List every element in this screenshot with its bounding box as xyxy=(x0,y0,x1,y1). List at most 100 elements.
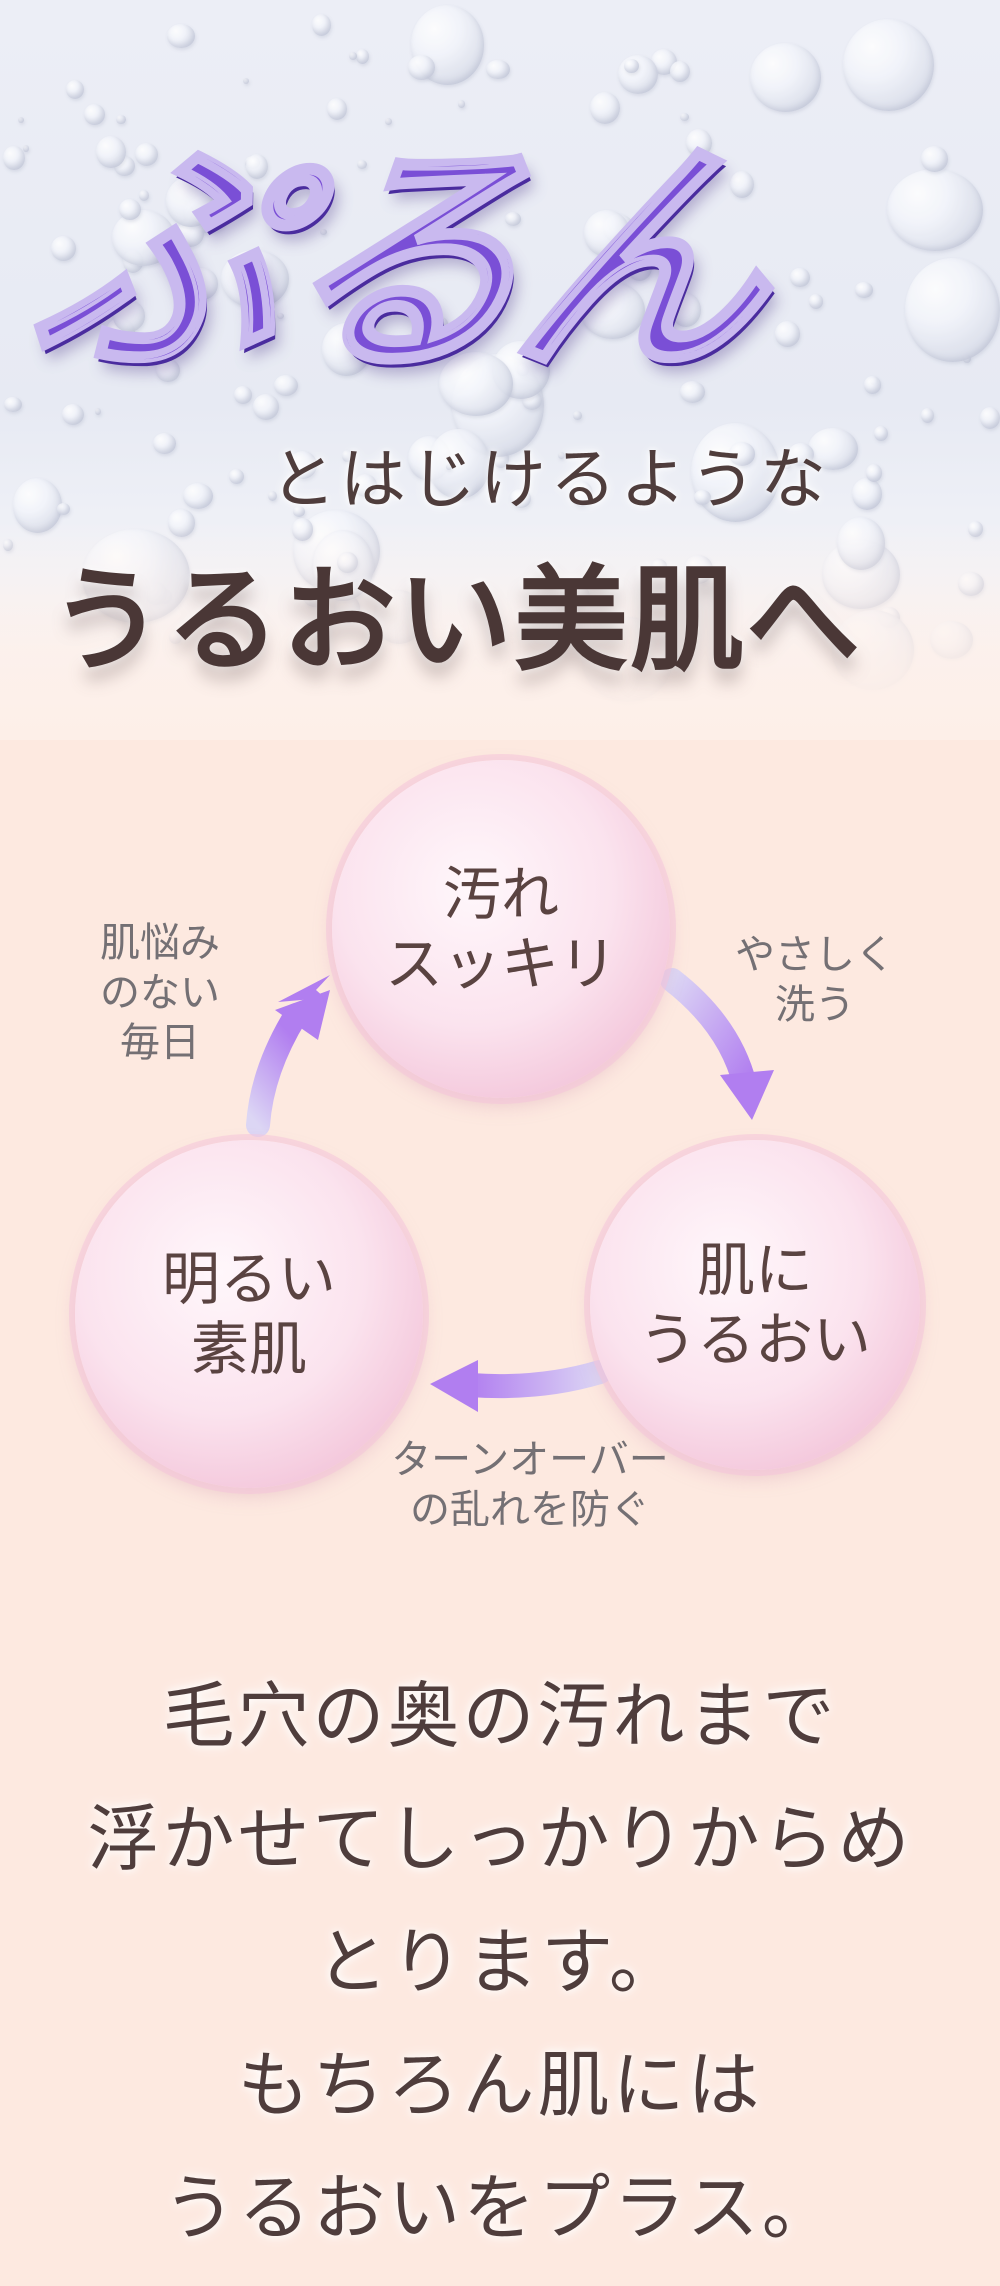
water-droplet xyxy=(774,321,801,347)
cycle-arrows xyxy=(246,968,774,1412)
arrow-wash xyxy=(660,968,774,1120)
arrow-daily xyxy=(246,975,330,1137)
label-daily: 肌悩み のない 毎日 xyxy=(100,920,220,1066)
water-droplet xyxy=(583,209,631,257)
water-droplet xyxy=(242,78,250,85)
water-droplet xyxy=(252,393,280,420)
water-droplet xyxy=(327,98,348,121)
water-droplet xyxy=(790,267,810,288)
hero-headline: うるおい美肌へ xyxy=(50,553,863,687)
water-droplet xyxy=(134,143,158,166)
water-droplet xyxy=(356,160,367,170)
water-droplet xyxy=(780,456,792,469)
water-droplet xyxy=(979,406,1000,429)
cycle-step-moisturize: 肌に うるおい xyxy=(590,1140,920,1470)
water-droplet xyxy=(245,153,268,180)
water-droplet xyxy=(887,169,983,252)
water-droplet xyxy=(921,146,948,172)
water-droplet xyxy=(905,258,1000,362)
copy-line: もちろん肌には xyxy=(237,2043,763,2127)
cycle-step-clean-label: 汚れ スッキリ xyxy=(385,859,617,999)
water-droplet xyxy=(788,443,814,466)
water-droplet xyxy=(152,433,176,455)
copy-line: 毛穴の奥の汚れまで xyxy=(162,1674,838,1758)
water-droplet xyxy=(165,176,217,227)
water-droplet xyxy=(863,375,882,394)
water-droplet xyxy=(187,268,219,300)
cycle-step-bright-label: 明るい 素肌 xyxy=(162,1244,336,1384)
water-droplet xyxy=(293,505,306,517)
water-droplet xyxy=(486,59,510,80)
water-droplet xyxy=(690,422,781,522)
water-droplet xyxy=(116,114,126,124)
water-droplet xyxy=(320,228,328,235)
water-droplet xyxy=(62,403,85,425)
water-droplet xyxy=(65,79,85,100)
water-droplet xyxy=(808,428,858,471)
water-droplet xyxy=(504,211,522,226)
water-droplet xyxy=(349,52,358,60)
water-droplet xyxy=(311,13,332,37)
water-droplet xyxy=(729,170,754,198)
water-droplet xyxy=(23,145,30,152)
water-droplet xyxy=(679,380,706,403)
water-droplet xyxy=(267,490,278,502)
water-droplet xyxy=(17,116,25,123)
copy-line: とります。 xyxy=(316,1920,684,2004)
water-droplet xyxy=(182,482,213,509)
water-droplet xyxy=(57,502,71,515)
water-droplet xyxy=(434,168,453,186)
label-turnover: ターンオーバー の乱れを防ぐ xyxy=(391,1437,669,1533)
water-droplet xyxy=(579,282,646,340)
cycle-step-bright: 明るい 素肌 xyxy=(75,1140,423,1488)
water-droplet xyxy=(166,23,195,49)
water-droplet xyxy=(855,282,873,298)
arrow-turnover xyxy=(430,1360,612,1412)
water-droplet xyxy=(51,236,76,261)
skin-care-cycle: 汚れ スッキリ 肌に うるおい 明るい 素肌 やさしく 洗う ターンオーバー の… xyxy=(0,740,1000,1640)
water-droplet xyxy=(118,198,141,221)
brand-word-logo: ぷるん xyxy=(17,111,782,409)
hero-fade xyxy=(0,520,1000,740)
copy-line: 浮かせてしっかりからめ xyxy=(87,1797,913,1881)
cycle-step-moisturize-line: 肌に うるおい xyxy=(638,1236,871,1374)
water-droplet xyxy=(446,463,453,470)
water-droplet xyxy=(458,100,466,108)
hero-subtitle: とはじけるような xyxy=(270,441,830,518)
water-droplet xyxy=(693,490,711,506)
hero-banner: ぷるん とはじけるような うるおい美肌へ xyxy=(0,0,1000,740)
water-droplet xyxy=(184,326,195,337)
water-droplet xyxy=(920,407,935,423)
water-droplet xyxy=(808,294,823,309)
water-droplet xyxy=(341,450,354,462)
water-droplet xyxy=(407,55,435,80)
water-droplet xyxy=(510,488,531,509)
water-droplet xyxy=(229,468,245,484)
water-droplet xyxy=(433,317,449,332)
water-droplet xyxy=(322,323,372,377)
water-droplet xyxy=(627,253,653,281)
water-droplet xyxy=(353,473,378,497)
water-droplet xyxy=(686,128,713,157)
water-droplet xyxy=(438,351,514,416)
water-droplet xyxy=(558,451,565,459)
water-droplet xyxy=(3,396,22,413)
water-droplet xyxy=(729,442,756,466)
water-droplet xyxy=(138,190,149,201)
water-droplet xyxy=(671,293,701,328)
water-droplet xyxy=(251,284,275,305)
water-droplet xyxy=(573,410,583,420)
copy-line: うるおいをプラス。 xyxy=(163,2166,837,2250)
water-droplet xyxy=(373,345,391,366)
water-droplet xyxy=(842,18,934,111)
cycle-step-clean: 汚れ スッキリ xyxy=(332,760,670,1098)
body-copy: 毛穴の奥の汚れまで 浮かせてしっかりからめ とります。 もちろん肌には うるおい… xyxy=(0,1655,1000,2270)
water-droplet xyxy=(851,478,882,510)
water-droplet xyxy=(113,300,146,332)
water-droplet xyxy=(680,113,690,121)
water-droplet xyxy=(95,135,126,169)
water-droplet xyxy=(273,374,298,397)
water-droplet xyxy=(94,407,101,415)
water-droplet xyxy=(874,426,889,441)
